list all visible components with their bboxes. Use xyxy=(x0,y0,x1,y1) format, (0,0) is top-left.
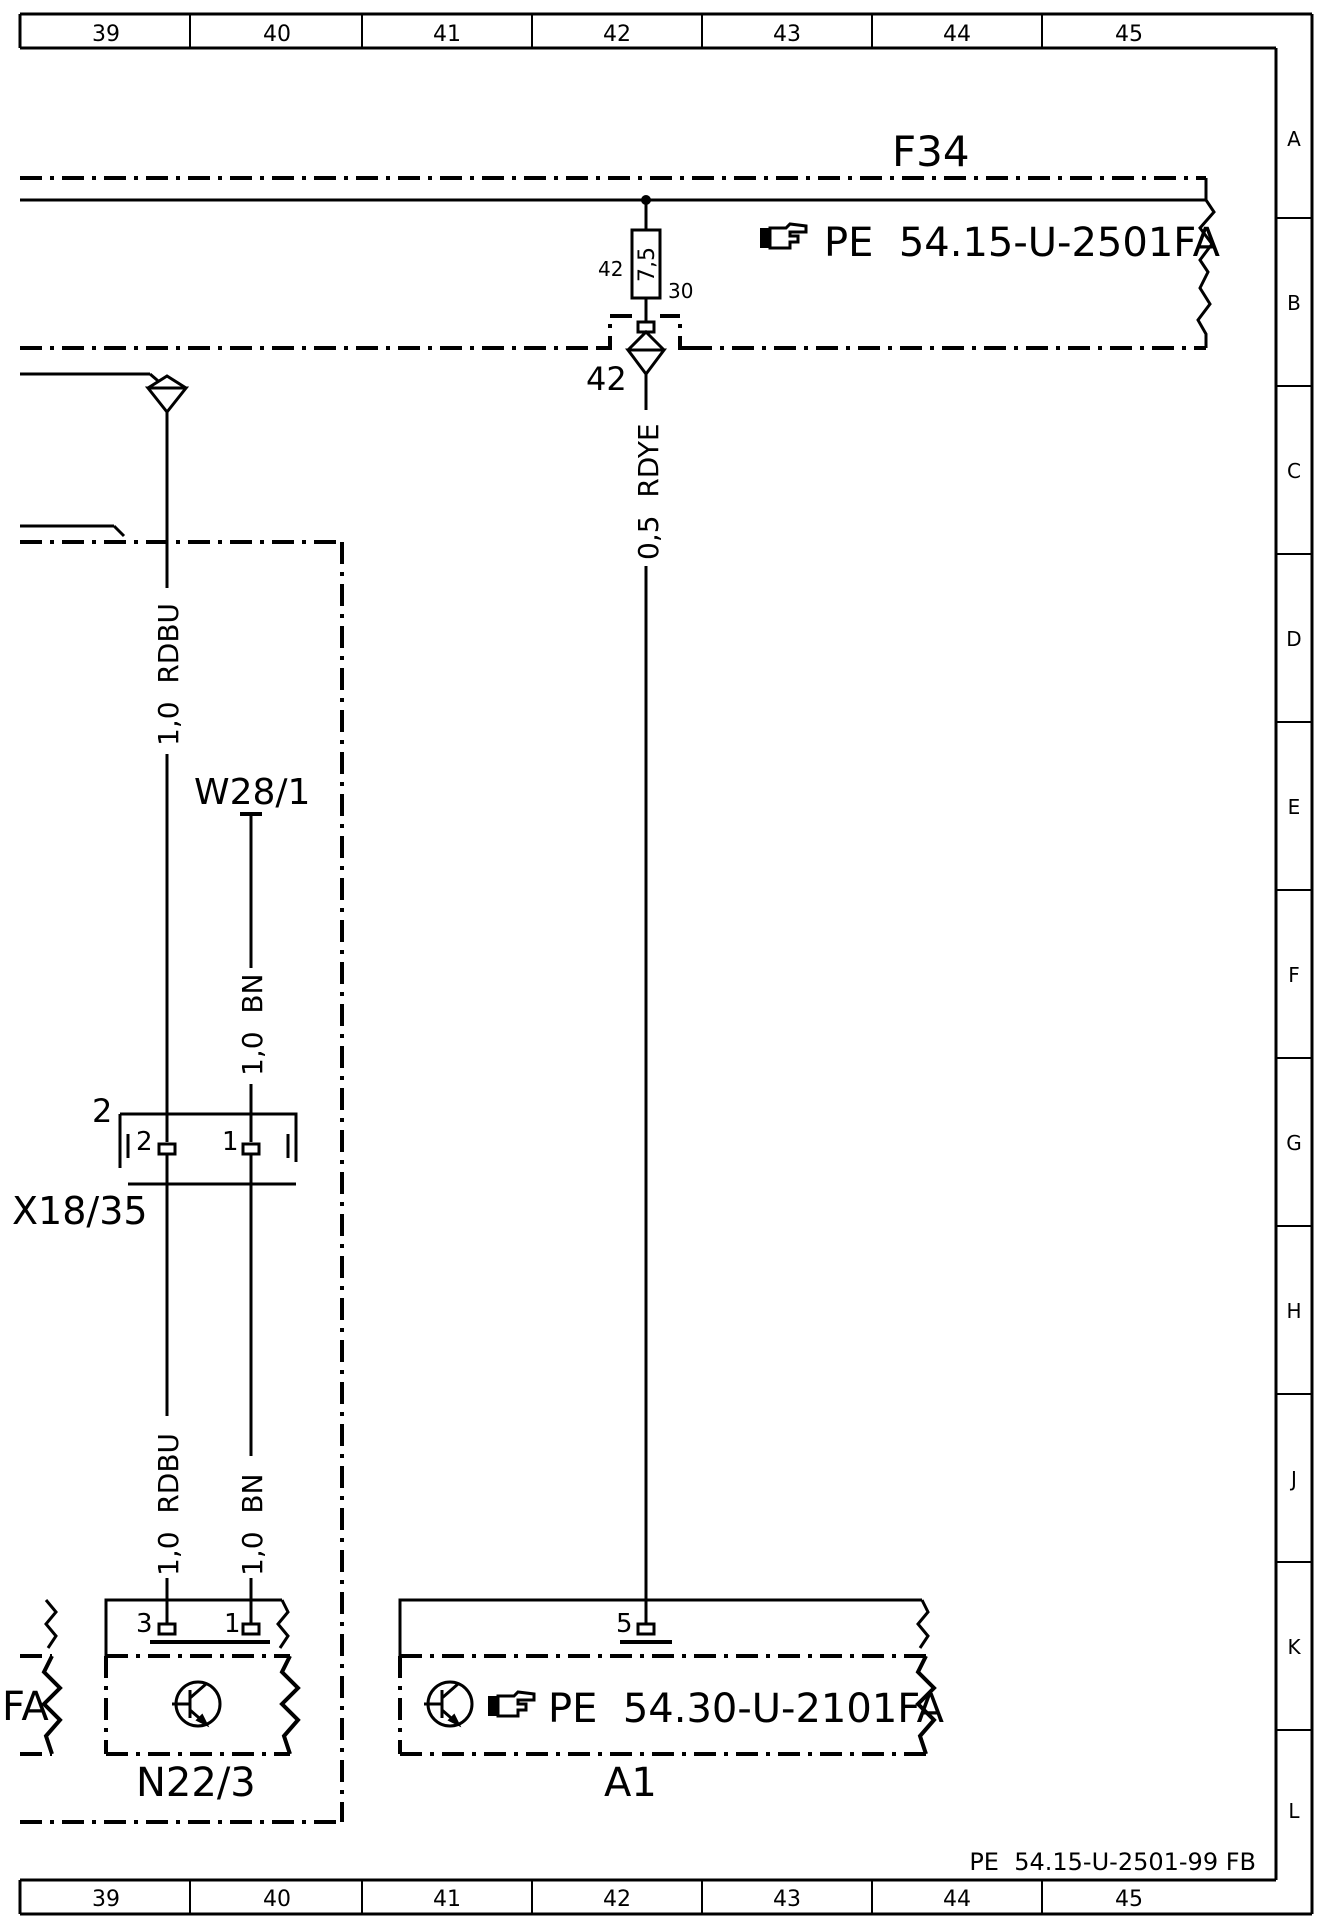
column-label: 39 xyxy=(92,22,120,47)
connector-housing xyxy=(118,1112,298,1186)
column-label: 43 xyxy=(773,22,801,47)
module-housing xyxy=(398,1598,922,1656)
wire-label: 1,0 RDBU xyxy=(152,1433,185,1576)
sheet-frame xyxy=(18,12,1314,1916)
connector-triangle xyxy=(625,329,667,377)
column-label: 44 xyxy=(943,22,971,47)
column-label: 41 xyxy=(433,1887,461,1912)
pointing-hand-icon xyxy=(760,222,808,250)
break-mark xyxy=(44,1599,58,1649)
column-label: 42 xyxy=(603,22,631,47)
module-terminal xyxy=(241,1622,261,1636)
module-pin-b: 1 xyxy=(224,1609,241,1639)
column-label: 39 xyxy=(92,1887,120,1912)
drawing-id: PE 54.15-U-2501-99 FB xyxy=(969,1848,1256,1876)
splice-label: W28/1 xyxy=(194,772,310,813)
column-label: 43 xyxy=(773,1887,801,1912)
column-label: 45 xyxy=(1115,1887,1143,1912)
row-label: J xyxy=(1289,1467,1297,1491)
connector-pin-group: 2 xyxy=(92,1092,112,1130)
fuse-reference: PE 54.15-U-2501FA xyxy=(824,220,1221,266)
transistor-icon xyxy=(172,1680,222,1728)
module-housing xyxy=(104,1598,282,1656)
column-label: 40 xyxy=(263,22,291,47)
connector-terminal xyxy=(157,1142,177,1156)
row-label: B xyxy=(1287,291,1301,315)
connector-pin-b: 1 xyxy=(222,1127,239,1157)
row-label: F xyxy=(1288,963,1300,987)
connector-triangle xyxy=(144,374,190,415)
break-mark xyxy=(41,1655,63,1755)
wire-label: 1,0 BN xyxy=(236,974,269,1076)
module-boundary-left xyxy=(20,540,344,1824)
module-terminal xyxy=(636,1622,656,1636)
left-fragment-text: FA xyxy=(2,1684,49,1730)
connector-pin-label: 42 xyxy=(586,360,627,398)
row-label: H xyxy=(1286,1299,1301,1323)
fuse-box-boundary xyxy=(20,176,1206,350)
fuse-pin-in: 42 xyxy=(598,257,623,281)
module-name: A1 xyxy=(604,1760,657,1806)
wire-label: 1,0 BN xyxy=(236,1474,269,1576)
fuse-element xyxy=(630,228,662,300)
connector-terminal xyxy=(241,1142,261,1156)
break-mark xyxy=(915,1655,937,1755)
break-mark xyxy=(916,1599,930,1649)
wire-label: 1,0 RDBU xyxy=(152,603,185,746)
row-label: D xyxy=(1286,627,1301,651)
module-pin-a: 3 xyxy=(136,1609,153,1639)
break-mark xyxy=(276,1599,290,1649)
module-name: N22/3 xyxy=(136,1760,256,1806)
row-label: G xyxy=(1286,1131,1302,1155)
fuse-pin-out: 30 xyxy=(668,279,693,303)
break-mark xyxy=(1196,178,1216,348)
wire-label: 0,5 RDYE xyxy=(632,423,665,560)
row-label: E xyxy=(1288,795,1301,819)
row-label: C xyxy=(1287,459,1301,483)
column-label: 45 xyxy=(1115,22,1143,47)
module-pin: 5 xyxy=(616,1609,633,1639)
row-label: L xyxy=(1288,1799,1300,1823)
row-label: A xyxy=(1287,127,1301,151)
connector-pin-a: 2 xyxy=(136,1127,153,1157)
column-label: 40 xyxy=(263,1887,291,1912)
column-label: 44 xyxy=(943,1887,971,1912)
fuse-label: F34 xyxy=(892,127,970,176)
row-label: K xyxy=(1287,1635,1301,1659)
transistor-icon xyxy=(424,1680,474,1728)
column-label: 42 xyxy=(603,1887,631,1912)
connector-name: X18/35 xyxy=(12,1189,148,1233)
module-terminal xyxy=(157,1622,177,1636)
pointing-hand-icon xyxy=(488,1690,536,1718)
column-label: 41 xyxy=(433,22,461,47)
break-mark xyxy=(279,1655,301,1755)
module-reference: PE 54.30-U-2101FA xyxy=(548,1686,945,1732)
fuse-rating: 7,5 xyxy=(635,247,660,282)
